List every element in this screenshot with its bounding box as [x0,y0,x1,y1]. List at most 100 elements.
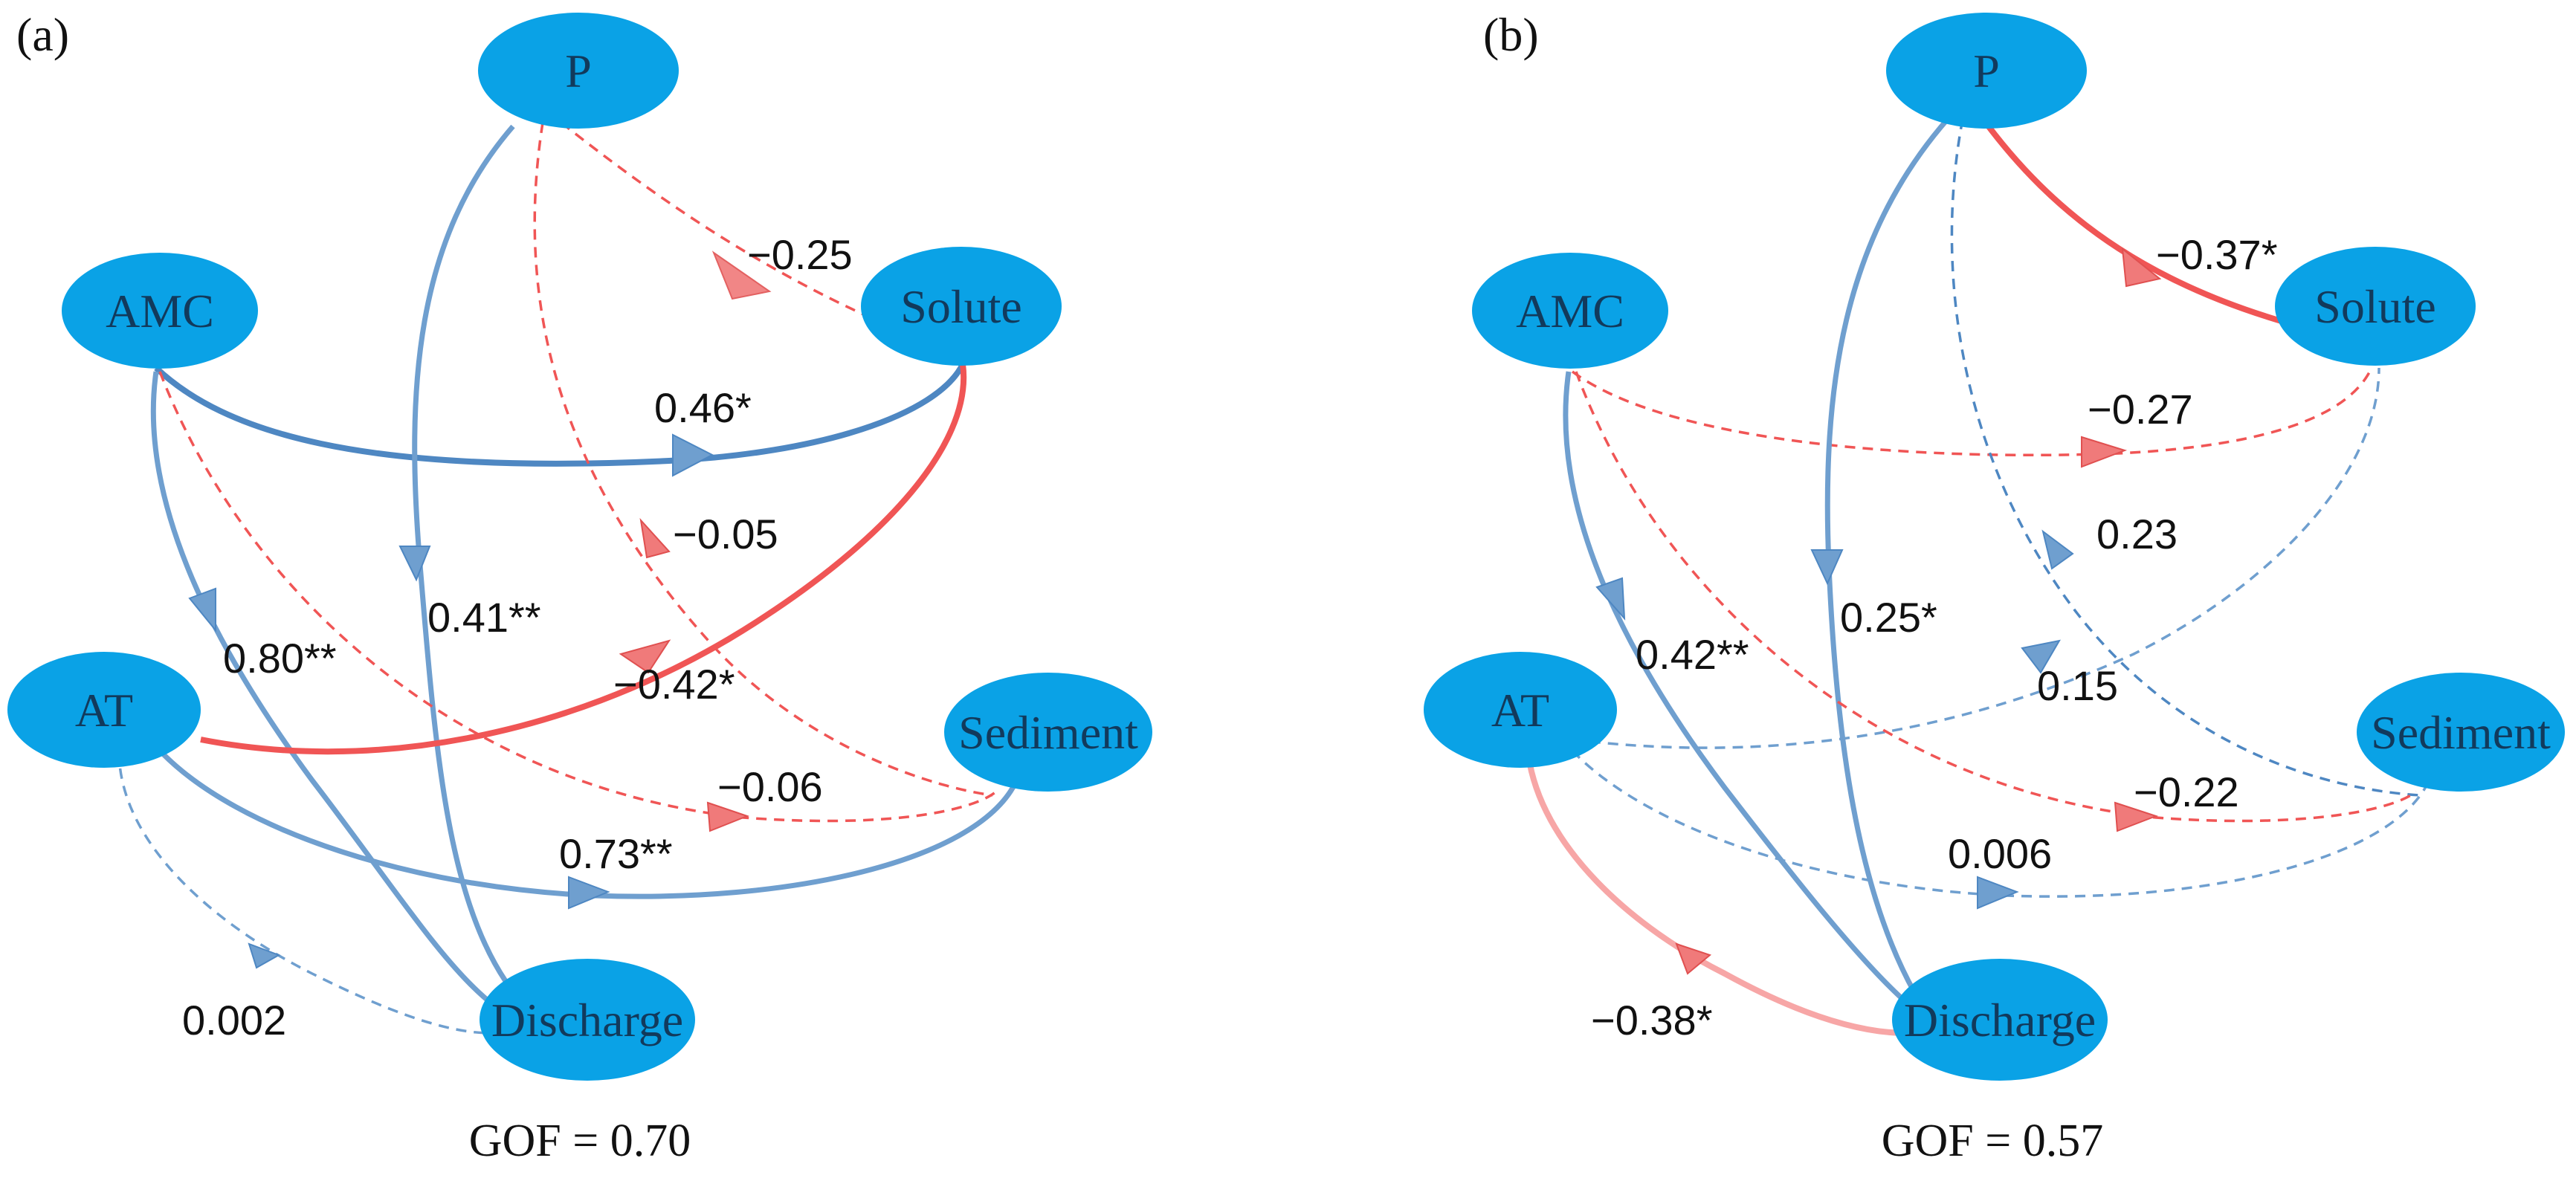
svg-text:Solute: Solute [2314,280,2436,333]
panel-a-edge-at-discharge: 0.002 [117,750,491,1044]
edge-arrow [2081,436,2128,468]
edge-path [117,750,491,1035]
panel-b-edge-p-sediment: 0.23 [1950,118,2421,797]
edge-arrow [2021,639,2061,674]
panel-b-edge-amc-solute: −0.27 [1571,367,2373,468]
panel-a-edge-amc-sediment: −0.06 [158,371,998,832]
node-solute: Solute [2275,247,2476,366]
edge-path [1563,371,1905,1002]
panel-a-edge-amc-discharge: 0.80** [150,371,489,1002]
panel-b-edge-at-discharge: −0.38* [1525,750,1908,1044]
node-p: P [1886,13,2087,129]
edge-coef: 0.41** [427,594,541,641]
edge-arrow [1675,942,1712,975]
svg-text:Discharge: Discharge [491,994,683,1046]
edge-arrow [1810,549,1844,586]
edge-coef: −0.06 [717,763,823,810]
node-solute: Solute [861,247,1062,366]
svg-text:Sediment: Sediment [958,706,1138,759]
edge-coef: 0.73** [559,830,673,877]
svg-text:Sediment: Sediment [2371,706,2551,759]
node-at: AT [1424,652,1617,768]
edge-coef: −0.42* [613,661,735,708]
edge-arrow [672,433,714,477]
edge-arrow [639,517,671,559]
panel-b-edges: −0.37* −0.27 0.23 0.42** [1525,109,2429,1044]
panel-b-edge-at-sediment: 0.006 [1571,749,2429,910]
svg-text:Discharge: Discharge [1904,994,2096,1046]
edge-path [154,363,966,467]
panel-a-edge-p-sediment: −0.05 [533,122,993,797]
panel-b-edge-amc-discharge: 0.42** [1563,371,1905,1002]
panel-b-gof: GOF = 0.57 [1882,1116,2104,1166]
edge-arrow [568,876,610,910]
edge-coef: −0.38* [1591,997,1713,1044]
edge-arrow [1595,577,1626,621]
panel-b-edge-p-discharge: 0.25* [1810,117,1950,994]
edge-arrow [1977,876,2019,910]
svg-text:AMC: AMC [1516,285,1624,337]
edge-coef: 0.25* [1840,594,1937,641]
edge-arrow [711,250,772,300]
edge-arrow [398,546,431,582]
panel-b-edge-amc-sediment: −0.22 [1575,371,2418,832]
edge-path [158,371,998,823]
edge-path [533,122,993,797]
node-amc: AMC [62,253,258,369]
edge-path [1525,750,1908,1036]
edge-arrow [706,801,749,832]
edge-coef: −0.05 [673,511,778,557]
panel-a-edge-at-sediment: 0.73** [158,748,1018,910]
svg-text:AMC: AMC [106,285,214,337]
edge-coef: −0.25 [747,231,853,278]
svg-text:Solute: Solute [900,280,1022,333]
panel-a-gof: GOF = 0.70 [469,1116,691,1166]
svg-text:P: P [1973,45,2000,97]
edge-path [1571,367,2373,457]
node-sediment: Sediment [2357,673,2565,792]
edge-path [1824,117,1950,994]
panel-b-nodes: P AMC Solute AT Sediment Discharge [1424,13,2565,1081]
edge-arrow [2121,247,2162,288]
edge-coef: 0.42** [1636,631,1749,678]
panel-b: (b) −0.37* −0.27 0.23 [1424,8,2565,1166]
edge-coef: 0.80** [223,635,337,682]
edge-coef: 0.15 [2037,662,2118,709]
edge-coef: 0.46* [654,384,752,431]
edge-arrow [2114,801,2158,832]
edge-path [200,363,967,755]
edge-arrow [2041,529,2074,570]
edge-path [1572,367,2380,749]
svg-text:AT: AT [75,684,133,737]
panel-b-edge-at-solute: 0.15 [1572,367,2380,749]
edge-arrow [188,587,216,632]
edge-coef: −0.22 [2134,769,2239,815]
panel-b-edge-p-solute: −0.37* [1975,109,2350,341]
node-discharge: Discharge [480,959,695,1081]
edge-coef: 0.006 [1948,830,2052,877]
edge-arrow [248,942,281,969]
edge-coef: −0.27 [2088,386,2193,433]
edge-path [1575,371,2418,823]
edge-path [1950,118,2421,797]
panel-a: (a) −0.25 0.46* −0.05 [7,8,1152,1166]
panel-a-label: (a) [16,8,69,61]
node-discharge: Discharge [1892,959,2108,1081]
node-sediment: Sediment [944,673,1152,792]
panel-b-label: (b) [1483,8,1539,61]
panel-a-edge-amc-solute: 0.46* [154,363,966,477]
panel-a-edge-at-solute: −0.42* [200,363,967,755]
panel-a-edges: −0.25 0.46* −0.05 0.41** [117,121,1018,1044]
svg-text:P: P [565,45,592,97]
edge-coef: 0.23 [2096,511,2178,557]
edge-coef: 0.002 [182,997,286,1044]
node-at: AT [7,652,201,768]
node-amc: AMC [1472,253,1668,369]
panel-a-nodes: P AMC Solute AT Sediment Discharge [7,13,1152,1081]
edge-path [412,124,515,983]
edge-arrow [619,639,671,674]
edge-path [150,371,489,1002]
panel-a-edge-p-discharge: 0.41** [398,124,541,983]
